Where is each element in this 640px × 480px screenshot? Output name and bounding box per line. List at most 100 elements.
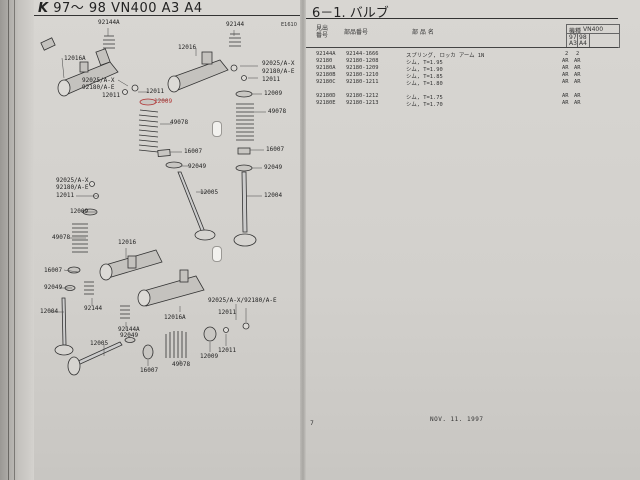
divider [567, 33, 619, 34]
callout-label: 12005 [90, 340, 109, 347]
callout-label: 16007 [44, 267, 63, 274]
callout-label: 92049 [120, 332, 139, 339]
left-page-header: K 97～ 98 VN400 A3 A4 [38, 0, 203, 16]
callout-label: 12011 [102, 92, 121, 99]
callout-label: 12004 [40, 308, 59, 315]
bracket-part [40, 37, 56, 51]
callout-label: 16007 [184, 148, 203, 155]
row-ref: 92180C [316, 79, 336, 85]
row-part-no: 92180-1213 [346, 100, 379, 106]
row-name: シム, T=1.75 [406, 95, 443, 101]
callout-label: 12009 [200, 353, 219, 360]
row-ref: 92180A [316, 65, 336, 71]
valve-spring-49078 [72, 223, 88, 253]
model-year: 97 [569, 34, 577, 41]
retainer-12009 [139, 98, 157, 106]
adjuster-92180 [122, 89, 128, 95]
row-name: シム, T=1.90 [406, 67, 443, 73]
callout-label: 16007 [140, 367, 159, 374]
table-header-rule [306, 47, 618, 48]
spring-92144 [229, 33, 241, 47]
model-code: A4 [579, 40, 587, 47]
row-part-no: 92180-1211 [346, 79, 379, 85]
brand-logo: K [38, 1, 49, 16]
callout-label: 12016 [178, 44, 197, 51]
callout-label: 12009 [70, 208, 89, 215]
col-header-part-no: 部品番号 [344, 29, 369, 36]
valve-12004-lower [54, 297, 74, 356]
callout-label: 92180/A-E [262, 68, 295, 75]
valve-12005-lower [67, 341, 123, 376]
punch-hole [212, 246, 222, 262]
model-year: 98 [579, 34, 587, 41]
valve-12005-upper [177, 171, 216, 241]
callout-label: 92025/A-X/92180/A-E [208, 297, 277, 304]
shim-12011 [230, 64, 238, 72]
adjuster-92180 [242, 322, 250, 330]
callout-label: 92180/A-E [82, 84, 115, 91]
row-name: シム, T=1.80 [406, 81, 443, 87]
callout-label: 92025/A-X [56, 177, 89, 184]
page-gutter [300, 0, 306, 480]
row-qty: 2 [565, 51, 569, 57]
seat-92049 [235, 164, 253, 172]
row-ref: 92180D [316, 93, 336, 99]
valve-12004-upper [233, 171, 257, 247]
row-qty: AR [562, 65, 569, 71]
row-part-no: 92144-1666 [346, 51, 379, 57]
seat-92049 [165, 161, 183, 169]
section-title: 6－1. バルブ [312, 6, 389, 21]
callout-label: 12016A [164, 314, 186, 321]
col-header-name: 部 品 名 [412, 29, 434, 36]
row-qty: AR [562, 58, 569, 64]
callout-label: 12011 [262, 76, 281, 83]
adjuster-92180 [89, 181, 95, 187]
model-code: A3 [569, 40, 577, 47]
callout-label: 12004 [264, 192, 283, 199]
valve-spring-49078 [236, 103, 254, 141]
leader-lines [50, 28, 266, 366]
callout-label: 12009 [264, 90, 283, 97]
row-ref: 92144A [316, 51, 336, 57]
spring-92144a-lower [120, 305, 130, 319]
row-qty: AR [562, 79, 569, 85]
callout-label: 12016 [118, 239, 137, 246]
valve-spring-49078 [165, 331, 187, 358]
callout-label: 12005 [200, 189, 219, 196]
row-part-no: 92180-1209 [346, 65, 379, 71]
callout-label: 92144A [98, 19, 120, 26]
divider [577, 33, 578, 47]
model-applicability-box: 機種 VN400 97 98 A3 A4 [566, 24, 620, 48]
adjuster-92180 [241, 75, 247, 81]
row-name: シム, T=1.85 [406, 74, 443, 80]
binder-edge [0, 0, 34, 480]
binder-line [14, 0, 15, 480]
issue-date: NOV. 11. 1997 [430, 416, 484, 423]
spring-92144 [84, 281, 94, 295]
row-ref: 92180E [316, 100, 336, 106]
callout-label: 92144A [118, 326, 140, 333]
row-qty: AR [562, 93, 569, 99]
binder-line [8, 0, 9, 480]
seal-16007 [237, 147, 251, 155]
row-ref: 92180B [316, 72, 336, 78]
callout-label: 49078 [268, 108, 287, 115]
seal-16007 [157, 149, 171, 157]
callout-label: 16007 [266, 146, 285, 153]
row-qty: AR [574, 58, 581, 64]
callout-label: 92180/A-E [56, 184, 89, 191]
callout-label: 92049 [188, 163, 207, 170]
callout-label: 92025/A-X [82, 77, 115, 84]
callout-label: 92049 [264, 164, 283, 171]
rocker-arm-12016-lower [99, 249, 163, 281]
callout-label: 49078 [172, 361, 191, 368]
row-qty: 2 [576, 51, 580, 57]
row-qty: AR [562, 100, 569, 106]
model-value: VN400 [583, 26, 604, 33]
callout-label: 92025/A-X [262, 60, 295, 67]
row-part-no: 92180-1212 [346, 93, 379, 99]
callout-label: 92144 [226, 21, 245, 28]
rocker-arm-12016a-lower [137, 269, 205, 307]
col-header-ref: 番号 [316, 32, 329, 39]
